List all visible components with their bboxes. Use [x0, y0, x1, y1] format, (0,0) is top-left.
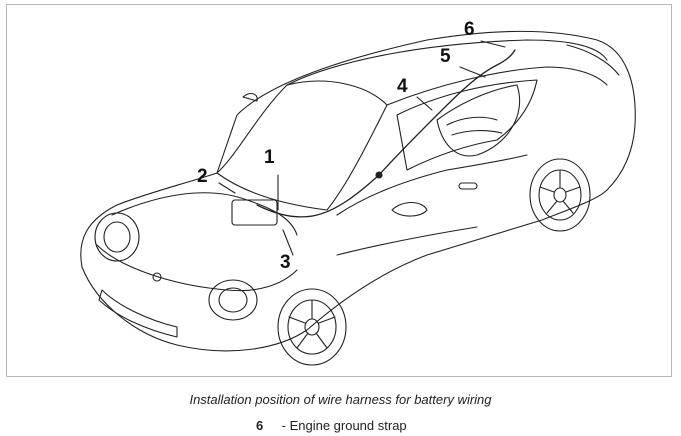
leader-3 — [282, 229, 294, 256]
engine-area — [436, 84, 521, 157]
callout-6: 6 — [464, 19, 475, 40]
legend-text: - Engine ground strap — [281, 418, 407, 433]
side-window — [396, 79, 538, 171]
door-bottom — [336, 226, 478, 256]
headlight-right — [208, 279, 258, 321]
callout-1: 1 — [264, 147, 275, 168]
leader-2 — [218, 182, 236, 194]
leader-6 — [480, 40, 506, 48]
callout-4: 4 — [397, 76, 408, 97]
hood-front — [96, 244, 298, 292]
side-mirror — [391, 201, 428, 217]
leader-4 — [416, 96, 433, 111]
legend-number: 6 — [256, 418, 264, 433]
callout-5: 5 — [440, 46, 451, 67]
callout-2: 2 — [197, 166, 208, 187]
front-intake — [98, 289, 178, 338]
door-line — [336, 154, 528, 216]
legend-item: 6 - Engine ground strap — [256, 418, 407, 433]
wire-harness — [256, 49, 516, 218]
hood-line — [111, 192, 298, 236]
battery-box — [231, 199, 278, 226]
door-handle — [458, 182, 478, 190]
diagram-frame: 1 2 3 4 5 6 — [6, 4, 672, 377]
headlight-left — [94, 212, 140, 262]
front-wheel — [277, 288, 347, 366]
leader-5 — [459, 66, 486, 78]
car-illustration — [80, 30, 636, 366]
figure-caption: Installation position of wire harness fo… — [189, 392, 492, 407]
car-body-outline — [80, 30, 636, 352]
callout-3: 3 — [280, 252, 291, 273]
rear-spoiler — [566, 44, 620, 76]
rear-wheel — [529, 158, 591, 232]
roof-line-2 — [386, 66, 608, 106]
roof-line — [286, 39, 608, 86]
hood-crest — [152, 272, 162, 282]
